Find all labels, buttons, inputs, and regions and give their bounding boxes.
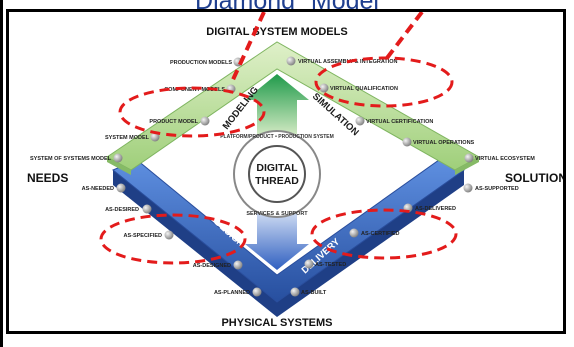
highlight-product-model [118,86,266,138]
downward-arrow [245,212,309,270]
node-as-tested [304,259,314,269]
node-virtual-assembly [286,56,296,66]
highlight-as-certified [310,208,458,260]
label-component-models: COMPONENT MODELS [164,87,225,93]
left-edge-bar [0,0,3,347]
hub-ring-bottom: SERVICES & SUPPORT [246,211,308,217]
header-solution: SOLUTION [505,171,563,185]
node-as-specified [164,230,174,240]
label-as-designed: AS-DESIGNED [193,263,231,269]
label-as-delivered: AS-DELIVERED [415,206,456,212]
digital-thread-hub: DIGITAL THREAD PLATFORM/PRODUCT • PRODUC… [220,130,334,218]
node-as-supported [463,183,473,193]
label-system-model: SYSTEM MODEL [105,135,150,141]
node-product-model [200,116,210,126]
label-as-certified: AS-CERTIFIED [361,231,400,237]
highlight-leaders [229,10,424,85]
node-virtual-qualification [319,83,329,93]
label-virtual-ecosystem: VIRTUAL ECOSYSTEM [475,156,535,162]
node-virtual-certification [355,116,365,126]
node-as-certified [349,228,359,238]
label-virtual-operations: VIRTUAL OPERATIONS [413,140,475,146]
node-as-planned [252,287,262,297]
header-needs: NEEDS [27,171,68,185]
label-as-tested: AS-TESTED [315,262,346,268]
label-as-built: AS-BUILT [301,290,327,296]
label-virtual-certification: VIRTUAL CERTIFICATION [366,119,433,125]
node-virtual-ecosystem [464,153,474,163]
green-digital-band [106,41,481,175]
diagram-frame: DIGITAL THREAD PLATFORM/PRODUCT • PRODUC… [6,9,567,334]
hub-ring-top: PLATFORM/PRODUCT • PRODUCTION SYSTEM [220,134,334,140]
label-as-desired: AS-DESIRED [105,207,139,213]
node-as-designed [233,260,243,270]
label-virtual-qualification: VIRTUAL QUALIFICATION [330,86,398,92]
label-as-supported: AS-SUPPORTED [475,186,519,192]
label-production-models: PRODUCTION MODELS [170,60,232,66]
hub-line-2: THREAD [255,175,299,187]
diamond-model-diagram: DIGITAL THREAD PLATFORM/PRODUCT • PRODUC… [27,10,567,329]
header-digital-system-models: DIGITAL SYSTEM MODELS [206,26,347,38]
label-product-model: PRODUCT MODEL [149,119,198,125]
label-as-needed: AS-NEEDED [82,186,114,192]
label-system-of-systems-model: SYSTEM OF SYSTEMS MODEL [30,156,112,162]
node-as-needed [116,183,126,193]
highlight-annotations [99,56,458,265]
label-as-specified: AS-SPECIFIED [123,233,162,239]
hub-line-1: DIGITAL [256,162,298,174]
label-as-planned: AS-PLANNED [214,290,250,296]
node-system-of-systems [113,153,123,163]
highlight-virtual-qualification [314,56,454,108]
highlight-as-specified [99,213,247,265]
node-virtual-operations [402,137,412,147]
node-as-desired [142,204,152,214]
header-physical-systems: PHYSICAL SYSTEMS [221,317,332,329]
node-as-built [290,287,300,297]
node-system-model [150,132,160,142]
